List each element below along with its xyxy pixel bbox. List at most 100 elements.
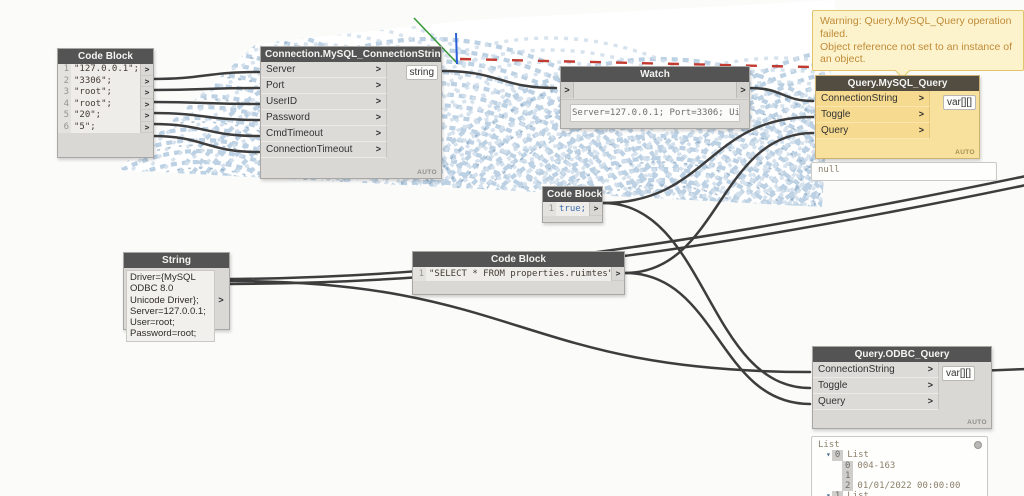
input-port-query[interactable]: Query> <box>813 394 939 410</box>
output-port[interactable]: > <box>140 110 153 122</box>
output-port-string[interactable]: string <box>405 65 438 80</box>
watch-node[interactable]: Watch > > Server=127.0.0.1; Port=3306; U… <box>560 66 750 129</box>
connection-mysql-connectionstring-node[interactable]: Connection.MySQL_ConnectionString Server… <box>260 46 442 179</box>
wire[interactable] <box>150 86 261 92</box>
output-port[interactable]: > <box>140 121 153 133</box>
expander-icon[interactable]: ▾ <box>826 491 831 496</box>
node-title[interactable]: Code Block <box>413 252 624 267</box>
wire[interactable] <box>623 271 812 406</box>
string-value[interactable]: Driver={MySQL ODBC 8.0 Unicode Driver}; … <box>126 270 215 342</box>
chevron-right-icon: > <box>918 109 924 119</box>
code-text[interactable]: true; <box>556 202 589 216</box>
input-port-connectionstring[interactable]: ConnectionString> <box>816 91 930 107</box>
string-node[interactable]: String Driver={MySQL ODBC 8.0 Unicode Dr… <box>123 252 230 342</box>
preview-null-value: null <box>818 165 840 175</box>
index-badge: 1 <box>842 470 854 482</box>
list-item: List <box>818 440 840 450</box>
input-port-toggle[interactable]: Toggle> <box>813 378 939 394</box>
output-port[interactable]: > <box>736 82 749 98</box>
code-text[interactable]: "SELECT * FROM properties.ruimtes"; <box>426 267 611 281</box>
node-title[interactable]: Watch <box>561 67 749 82</box>
wire[interactable] <box>150 122 261 138</box>
list-item: 1 <box>818 470 981 482</box>
node-title[interactable]: Code Block <box>58 49 153 64</box>
wire[interactable] <box>623 131 815 275</box>
lacing-label: AUTO <box>417 169 437 176</box>
output-port[interactable]: > <box>140 87 153 99</box>
input-port-connectionstring[interactable]: ConnectionString> <box>813 362 939 378</box>
node-title[interactable]: Query.ODBC_Query <box>813 347 991 362</box>
line-number: 5 <box>58 110 71 122</box>
wire[interactable] <box>601 201 812 390</box>
input-port-port[interactable]: Port> <box>261 78 387 94</box>
input-port-connectiontimeout[interactable]: ConnectionTimeout> <box>261 142 387 158</box>
code-text[interactable]: "20"; <box>71 110 140 122</box>
chevron-right-icon: > <box>375 144 381 154</box>
chevron-right-icon: > <box>918 93 924 103</box>
index-badge: 2 <box>842 481 854 492</box>
chevron-right-icon: > <box>918 125 924 135</box>
node-title[interactable]: Connection.MySQL_ConnectionString <box>261 47 441 62</box>
line-number: 1 <box>58 64 71 76</box>
output-port[interactable]: > <box>589 202 602 216</box>
code-text[interactable]: "root"; <box>71 87 140 99</box>
output-port[interactable]: > <box>611 267 624 281</box>
blue-axis-line <box>455 32 458 65</box>
input-port-cmdtimeout[interactable]: CmdTimeout> <box>261 126 387 142</box>
input-port-server[interactable]: Server> <box>261 62 387 78</box>
wire[interactable] <box>150 70 261 81</box>
warning-line-2: Object reference not set to an instance … <box>820 40 1013 66</box>
chevron-right-icon: > <box>927 380 933 390</box>
chevron-right-icon: > <box>927 396 933 406</box>
code-block-true[interactable]: Code Block 1 true; > <box>542 186 603 223</box>
line-number: 6 <box>58 121 71 133</box>
wire[interactable] <box>150 111 261 122</box>
input-port-userid[interactable]: UserID> <box>261 94 387 110</box>
line-number: 1 <box>543 202 556 216</box>
wire[interactable] <box>150 100 261 106</box>
output-port-var[interactable]: var[][] <box>941 366 975 381</box>
chevron-right-icon: > <box>375 96 381 106</box>
green-axis-line <box>413 17 459 65</box>
input-port[interactable]: > <box>561 82 574 98</box>
output-port[interactable]: > <box>140 98 153 110</box>
line-number: 4 <box>58 98 71 110</box>
code-block-select-query[interactable]: Code Block 1 "SELECT * FROM properties.r… <box>412 251 625 295</box>
query-odbc-query-node[interactable]: Query.ODBC_Query ConnectionString> Toggl… <box>812 346 992 429</box>
code-text[interactable]: "3306"; <box>71 75 140 87</box>
line-number: 3 <box>58 87 71 99</box>
node-title[interactable]: Code Block <box>543 187 602 202</box>
wire[interactable] <box>601 115 815 205</box>
expander-icon[interactable]: ▾ <box>826 450 831 460</box>
output-port[interactable]: > <box>140 64 153 76</box>
mysql-query-preview[interactable]: null <box>811 162 997 181</box>
pin-icon[interactable] <box>974 441 982 449</box>
wire[interactable] <box>748 86 815 103</box>
code-block-connection-values[interactable]: Code Block 1"127.0.0.1";> 2"3306";> 3"ro… <box>57 48 154 158</box>
code-text[interactable]: "5"; <box>71 121 140 133</box>
output-port-var[interactable]: var[][] <box>942 95 976 110</box>
input-port-toggle[interactable]: Toggle> <box>816 107 930 123</box>
output-port[interactable]: > <box>140 75 153 87</box>
wire[interactable] <box>228 279 812 374</box>
wire[interactable] <box>440 69 558 90</box>
node-title[interactable]: String <box>124 253 229 268</box>
code-block-padding <box>543 216 602 222</box>
chevron-right-icon: > <box>927 364 933 374</box>
red-dashed-edge <box>459 57 811 69</box>
input-port-query[interactable]: Query> <box>816 123 930 139</box>
query-mysql-query-node[interactable]: Query.MySQL_Query ConnectionString> Togg… <box>815 75 980 159</box>
node-title[interactable]: Query.MySQL_Query <box>816 76 979 91</box>
code-text[interactable]: "127.0.0.1"; <box>71 64 140 76</box>
warning-line-1: Warning: Query.MySQL_Query operation fai… <box>820 15 1012 40</box>
code-text[interactable]: "root"; <box>71 98 140 110</box>
output-port[interactable]: > <box>218 295 224 305</box>
wire[interactable] <box>150 134 261 154</box>
input-port-password[interactable]: Password> <box>261 110 387 126</box>
lacing-label: AUTO <box>955 149 975 156</box>
list-item[interactable]: ▾1List <box>818 491 981 496</box>
